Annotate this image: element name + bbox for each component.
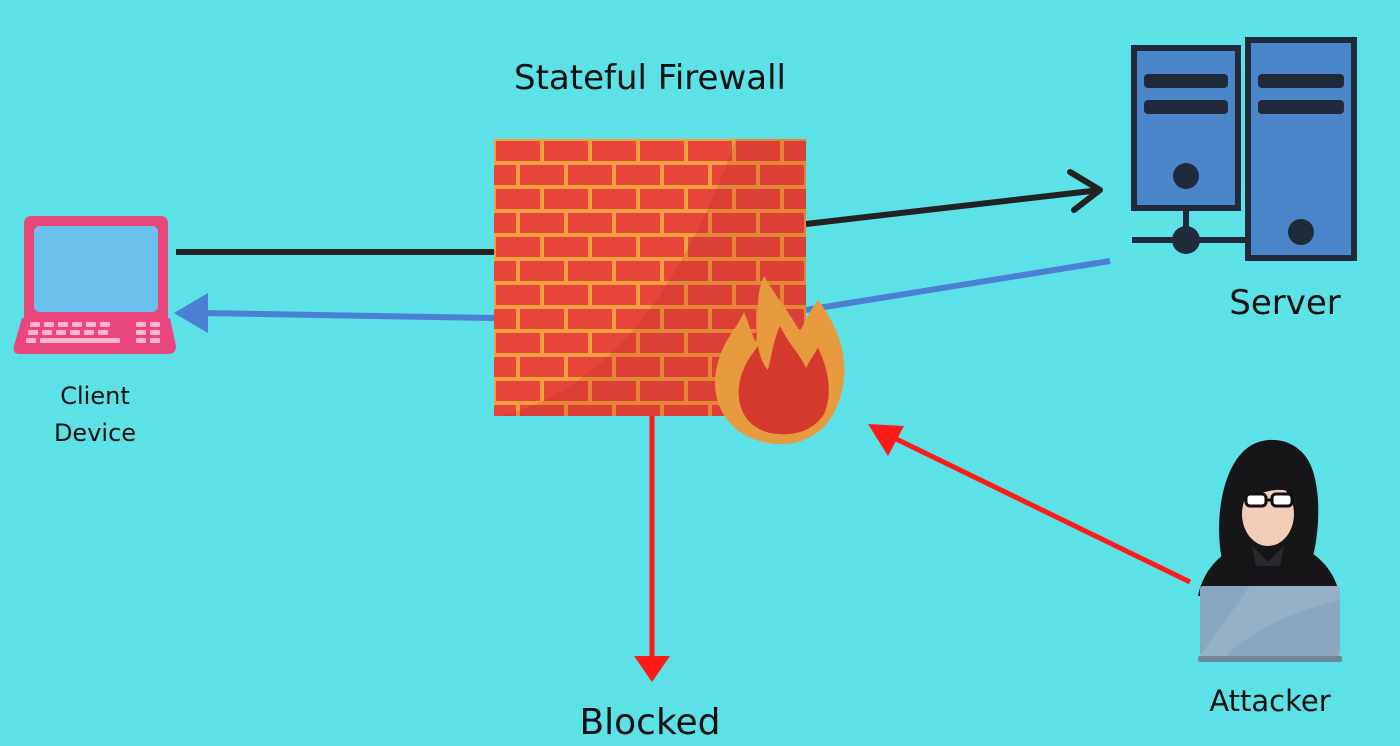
client-device-label: Client Device (20, 378, 170, 452)
edge-firewall-to-client (174, 293, 495, 333)
client-label-line2: Device (53, 419, 137, 447)
hooded-hacker-icon (1198, 439, 1342, 662)
arrowhead-left-icon (174, 293, 208, 333)
arrowhead-open-icon (1067, 169, 1103, 213)
edge-attacker-to-firewall (868, 424, 1192, 585)
blocked-label: Blocked (579, 702, 721, 743)
arrowhead-attack-icon (868, 424, 904, 456)
server-icon (1131, 37, 1357, 261)
edge-firewall-to-server (805, 169, 1103, 227)
brick-wall-icon (494, 139, 806, 416)
laptop-icon (13, 216, 176, 354)
edge-firewall-to-blocked (634, 416, 670, 682)
flame-icon (715, 276, 845, 445)
arrowhead-down-icon (634, 656, 670, 682)
edge-server-to-firewall (805, 258, 1111, 313)
server-label: Server (1229, 283, 1341, 323)
client-label-line1: Client (60, 382, 130, 410)
firewall-title: Stateful Firewall (514, 58, 786, 98)
attacker-label: Attacker (1209, 684, 1331, 718)
